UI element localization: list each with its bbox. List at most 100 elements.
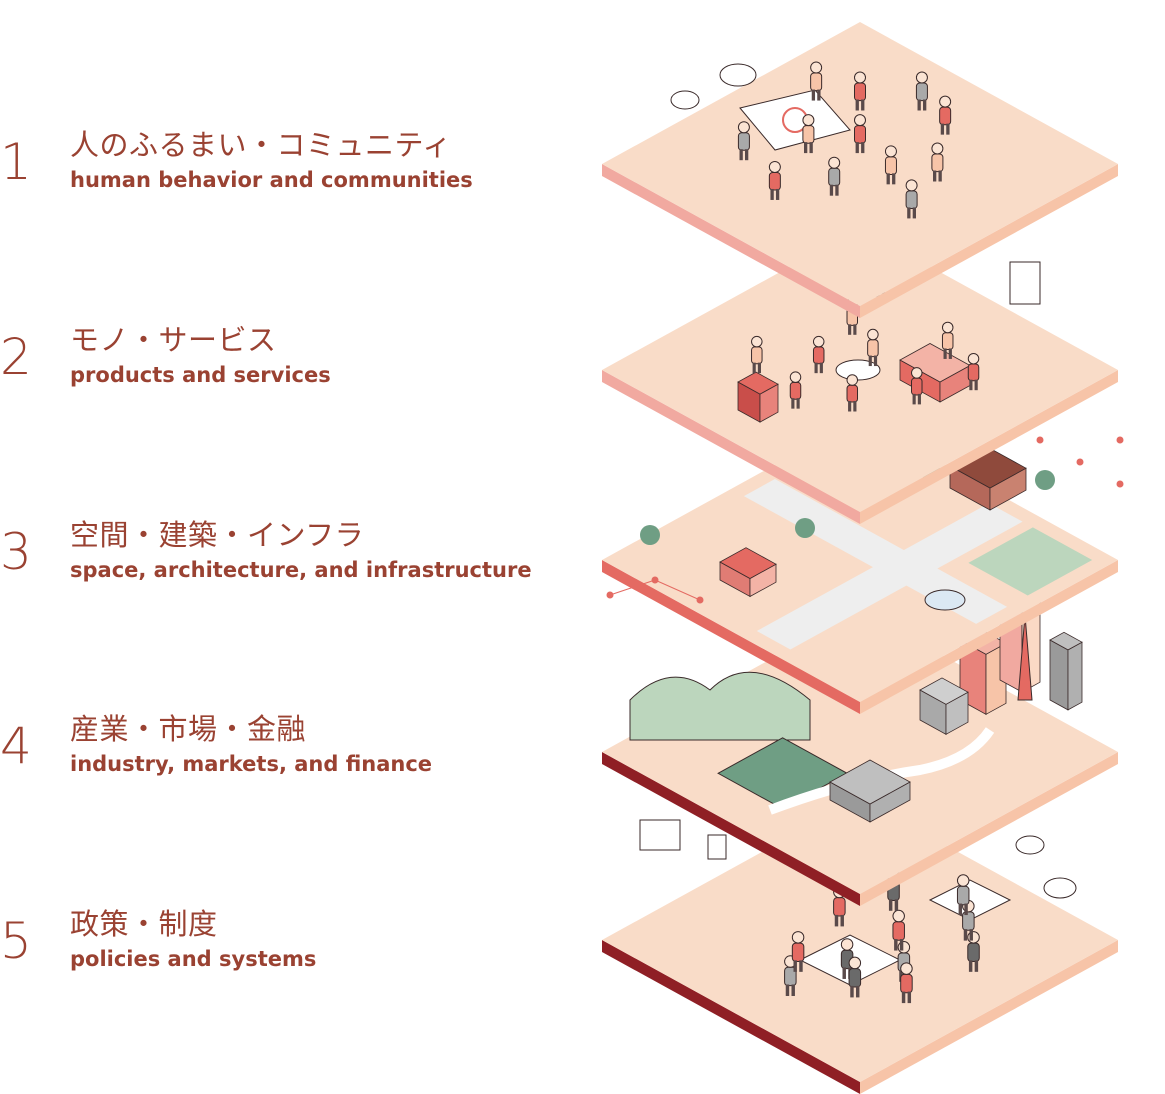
plant	[1035, 470, 1055, 490]
speech-bubble	[1015, 835, 1045, 855]
person-head	[867, 328, 879, 341]
person-leg	[969, 379, 973, 391]
road	[743, 479, 1008, 624]
person-leg	[907, 991, 912, 1004]
person-body	[812, 346, 825, 365]
person-body	[905, 190, 918, 210]
block-top	[919, 677, 969, 705]
round-table	[835, 359, 881, 381]
layer-3: 3 空間・建築・インフラ space, architecture, and in…	[0, 518, 600, 612]
platform-left-side	[602, 752, 860, 906]
block-side	[1067, 641, 1083, 711]
layer-5: 5 政策・制度 policies and systems	[0, 907, 600, 1001]
map-table	[928, 879, 1012, 921]
person-leg	[817, 89, 821, 101]
block-side	[1049, 639, 1069, 711]
platform-human	[602, 22, 1118, 318]
person-leg	[861, 142, 865, 154]
person-head	[915, 71, 928, 84]
person-head	[791, 931, 805, 944]
person-leg	[940, 123, 945, 135]
person-leg	[969, 929, 973, 941]
person-leg	[745, 149, 749, 161]
layer-4: 4 産業・市場・金融 industry, markets, and financ…	[0, 712, 600, 806]
person-leg	[853, 324, 857, 335]
person-body	[751, 346, 763, 365]
person-leg	[894, 939, 898, 951]
person-leg	[739, 149, 743, 161]
layer-legend: 1 人のふるまい・コミュニティ human behavior and commu…	[0, 128, 600, 1001]
person-body	[967, 363, 980, 382]
person-body	[791, 942, 805, 962]
person-head	[892, 909, 905, 923]
person-body	[810, 72, 823, 92]
tower	[1017, 614, 1033, 701]
person-leg	[791, 398, 795, 409]
platform-left-side	[602, 560, 860, 714]
person-body	[967, 942, 980, 962]
person-body	[941, 332, 954, 351]
person-head	[737, 121, 750, 134]
person-leg	[917, 393, 921, 405]
platform-left-side	[602, 164, 860, 318]
person-leg	[948, 348, 952, 359]
person-leg	[785, 984, 790, 996]
layer-number: 4	[0, 717, 32, 775]
person-leg	[811, 89, 816, 101]
speech-bubble	[719, 63, 757, 87]
person-body	[884, 156, 897, 175]
person-head	[848, 956, 862, 970]
person-head	[768, 160, 781, 173]
layer-number: 2	[0, 328, 32, 386]
plant	[640, 525, 660, 545]
person-head	[854, 114, 866, 127]
person-head	[828, 156, 841, 169]
person-leg	[834, 914, 839, 927]
fountain	[924, 589, 966, 611]
network-node	[696, 596, 704, 604]
person-head	[846, 374, 859, 386]
person-leg	[850, 985, 854, 998]
person-head	[956, 874, 970, 887]
platform-right-side	[860, 370, 1118, 524]
layer-number: 1	[0, 133, 32, 191]
speech-bubble	[670, 90, 700, 110]
block-top	[1049, 631, 1083, 651]
person-head	[897, 941, 911, 954]
platform-right-side	[860, 560, 1118, 714]
layer-title-ja: モノ・サービス	[70, 323, 277, 357]
person-head	[967, 931, 980, 944]
person-leg	[974, 960, 979, 972]
layer-title-ja: 空間・建築・インフラ	[70, 518, 365, 552]
person-leg	[757, 362, 761, 374]
park	[968, 527, 1093, 596]
person-leg	[923, 99, 927, 111]
platform-right-side	[860, 164, 1118, 318]
person-body	[833, 897, 846, 917]
person-head	[939, 95, 952, 108]
person-leg	[894, 899, 899, 911]
person-head	[967, 352, 980, 365]
person-body	[848, 968, 862, 988]
person-leg	[933, 170, 937, 182]
person-head	[802, 114, 815, 127]
layer-1: 1 人のふるまい・コミュニティ human behavior and commu…	[0, 128, 600, 222]
person-body	[768, 171, 781, 191]
network-line	[609, 579, 656, 596]
platform-policies	[602, 798, 1118, 1094]
person-leg	[901, 991, 906, 1004]
person-leg	[964, 903, 968, 916]
person-leg	[775, 188, 780, 200]
layer-title-en: policies and systems	[70, 947, 317, 971]
person-leg	[946, 123, 950, 135]
person-leg	[855, 99, 859, 111]
person-body	[854, 82, 866, 102]
person-body	[867, 339, 879, 358]
person-body	[854, 125, 866, 144]
person-leg	[855, 985, 860, 998]
layer-title-en: human behavior and communities	[70, 168, 473, 192]
block-top	[829, 759, 911, 805]
plant	[795, 518, 815, 538]
person-leg	[912, 393, 916, 405]
person-leg	[907, 207, 911, 219]
